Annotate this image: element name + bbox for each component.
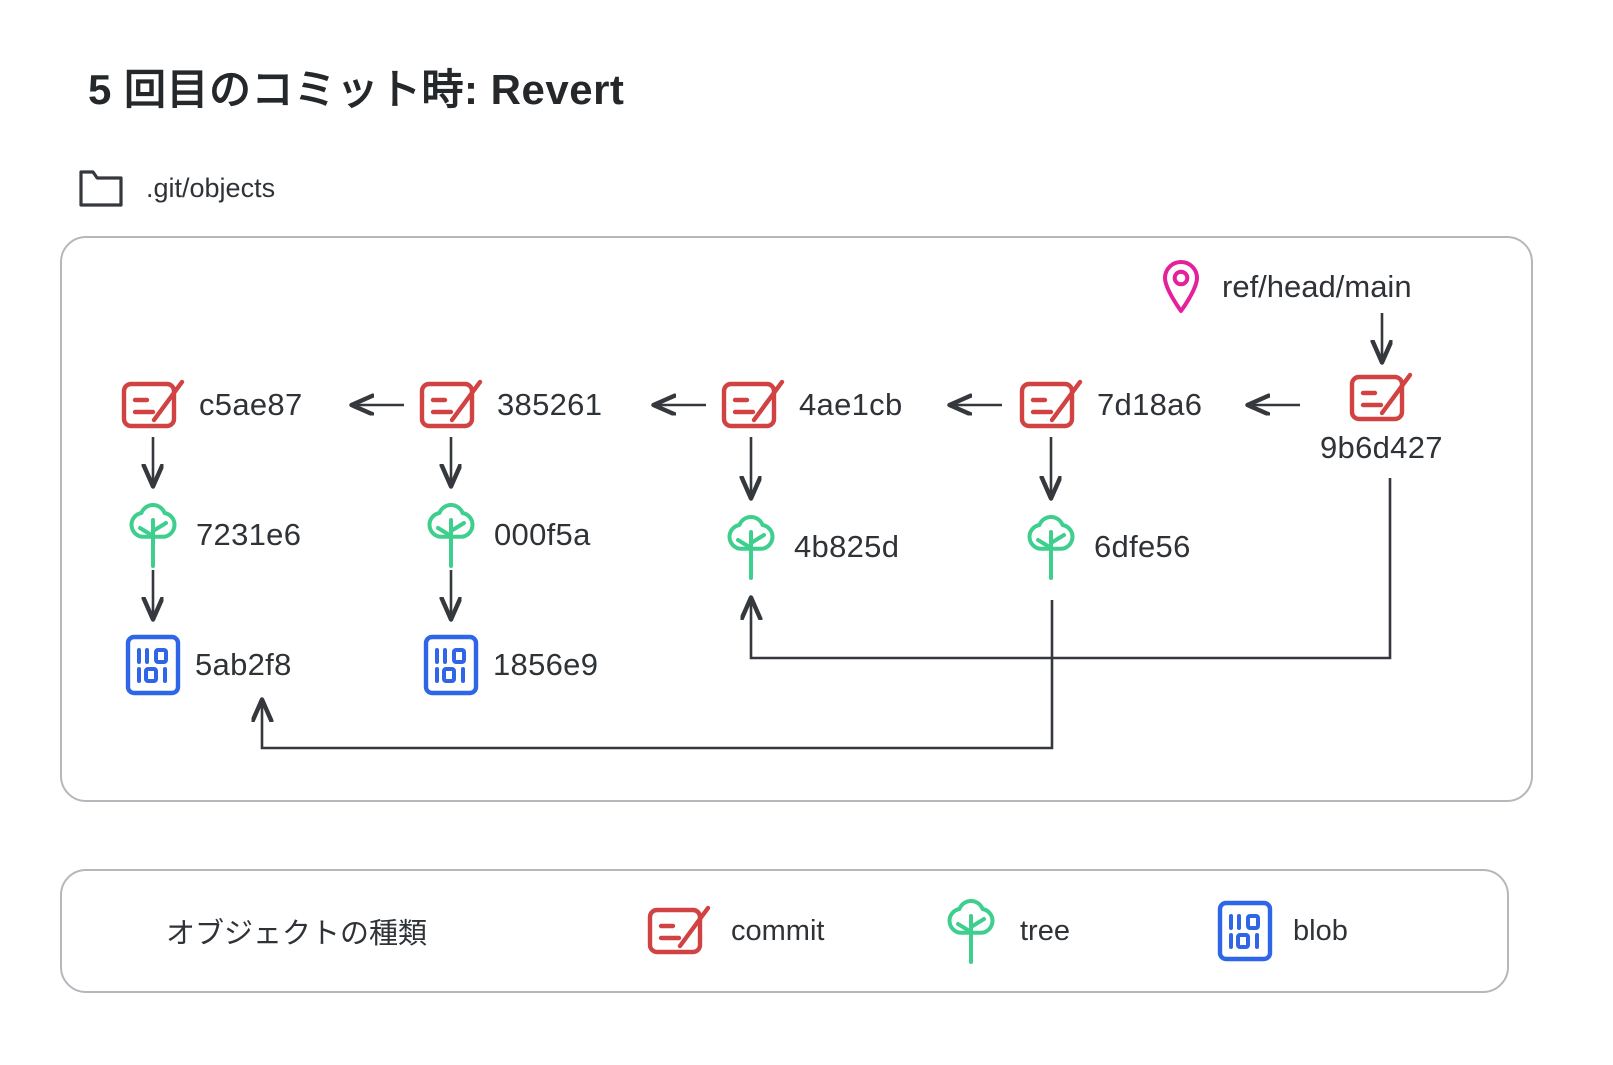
- object-hash: 9b6d427: [1320, 430, 1443, 465]
- commit-icon: [1349, 372, 1413, 424]
- tree-icon: [942, 896, 1000, 966]
- commit-icon: [419, 379, 483, 431]
- folder-icon: [78, 168, 124, 208]
- blob-node-5ab2f8[interactable]: 5ab2f8: [125, 634, 292, 696]
- commit-node-9b6d427[interactable]: 9b6d427: [1320, 372, 1443, 466]
- object-hash: 7231e6: [196, 517, 302, 552]
- blob-icon: [423, 634, 479, 696]
- tree-node-6dfe56[interactable]: 6dfe56: [1022, 512, 1191, 582]
- blob-icon: [125, 634, 181, 696]
- tree-node-4b825d[interactable]: 4b825d: [722, 512, 899, 582]
- commit-node-7d18a6[interactable]: 7d18a6: [1019, 379, 1202, 431]
- blob-node-1856e9[interactable]: 1856e9: [423, 634, 598, 696]
- commit-icon: [1019, 379, 1083, 431]
- tree-icon: [422, 500, 480, 570]
- object-hash: 000f5a: [494, 517, 591, 552]
- object-hash: 4b825d: [794, 529, 900, 564]
- legend-panel: オブジェクトの種類 commit tr: [60, 869, 1509, 993]
- object-hash: 7d18a6: [1097, 387, 1203, 422]
- legend-item-blob: blob: [1217, 900, 1348, 962]
- legend-label: blob: [1293, 914, 1348, 947]
- object-hash: 4ae1cb: [799, 387, 903, 422]
- legend-label: commit: [731, 914, 825, 947]
- commit-node-4ae1cb[interactable]: 4ae1cb: [721, 379, 903, 431]
- blob-icon: [1217, 900, 1273, 962]
- commit-icon: [647, 905, 711, 957]
- page-title: 5 回目のコミット時: Revert: [88, 66, 625, 113]
- tree-icon: [722, 512, 780, 582]
- object-hash: 385261: [497, 387, 603, 422]
- object-hash: c5ae87: [199, 387, 303, 422]
- map-pin-icon: [1158, 258, 1204, 316]
- object-hash: 6dfe56: [1094, 529, 1191, 564]
- object-hash: 1856e9: [493, 647, 599, 682]
- legend-label: tree: [1020, 914, 1070, 947]
- ref-head-main: ref/head/main: [1158, 258, 1412, 316]
- tree-icon: [1022, 512, 1080, 582]
- object-hash: 5ab2f8: [195, 647, 292, 682]
- commit-icon: [121, 379, 185, 431]
- commit-node-c5ae87[interactable]: c5ae87: [121, 379, 303, 431]
- legend-title: オブジェクトの種類: [166, 918, 428, 950]
- folder-path-label: .git/objects: [146, 172, 276, 203]
- ref-label: ref/head/main: [1222, 269, 1412, 304]
- tree-node-7231e6[interactable]: 7231e6: [124, 500, 301, 570]
- commit-node-385261[interactable]: 385261: [419, 379, 602, 431]
- legend-item-commit: commit: [647, 905, 824, 957]
- tree-node-000f5a[interactable]: 000f5a: [422, 500, 591, 570]
- commit-icon: [721, 379, 785, 431]
- tree-icon: [124, 500, 182, 570]
- folder-row: .git/objects: [78, 168, 275, 208]
- legend-item-tree: tree: [942, 896, 1070, 966]
